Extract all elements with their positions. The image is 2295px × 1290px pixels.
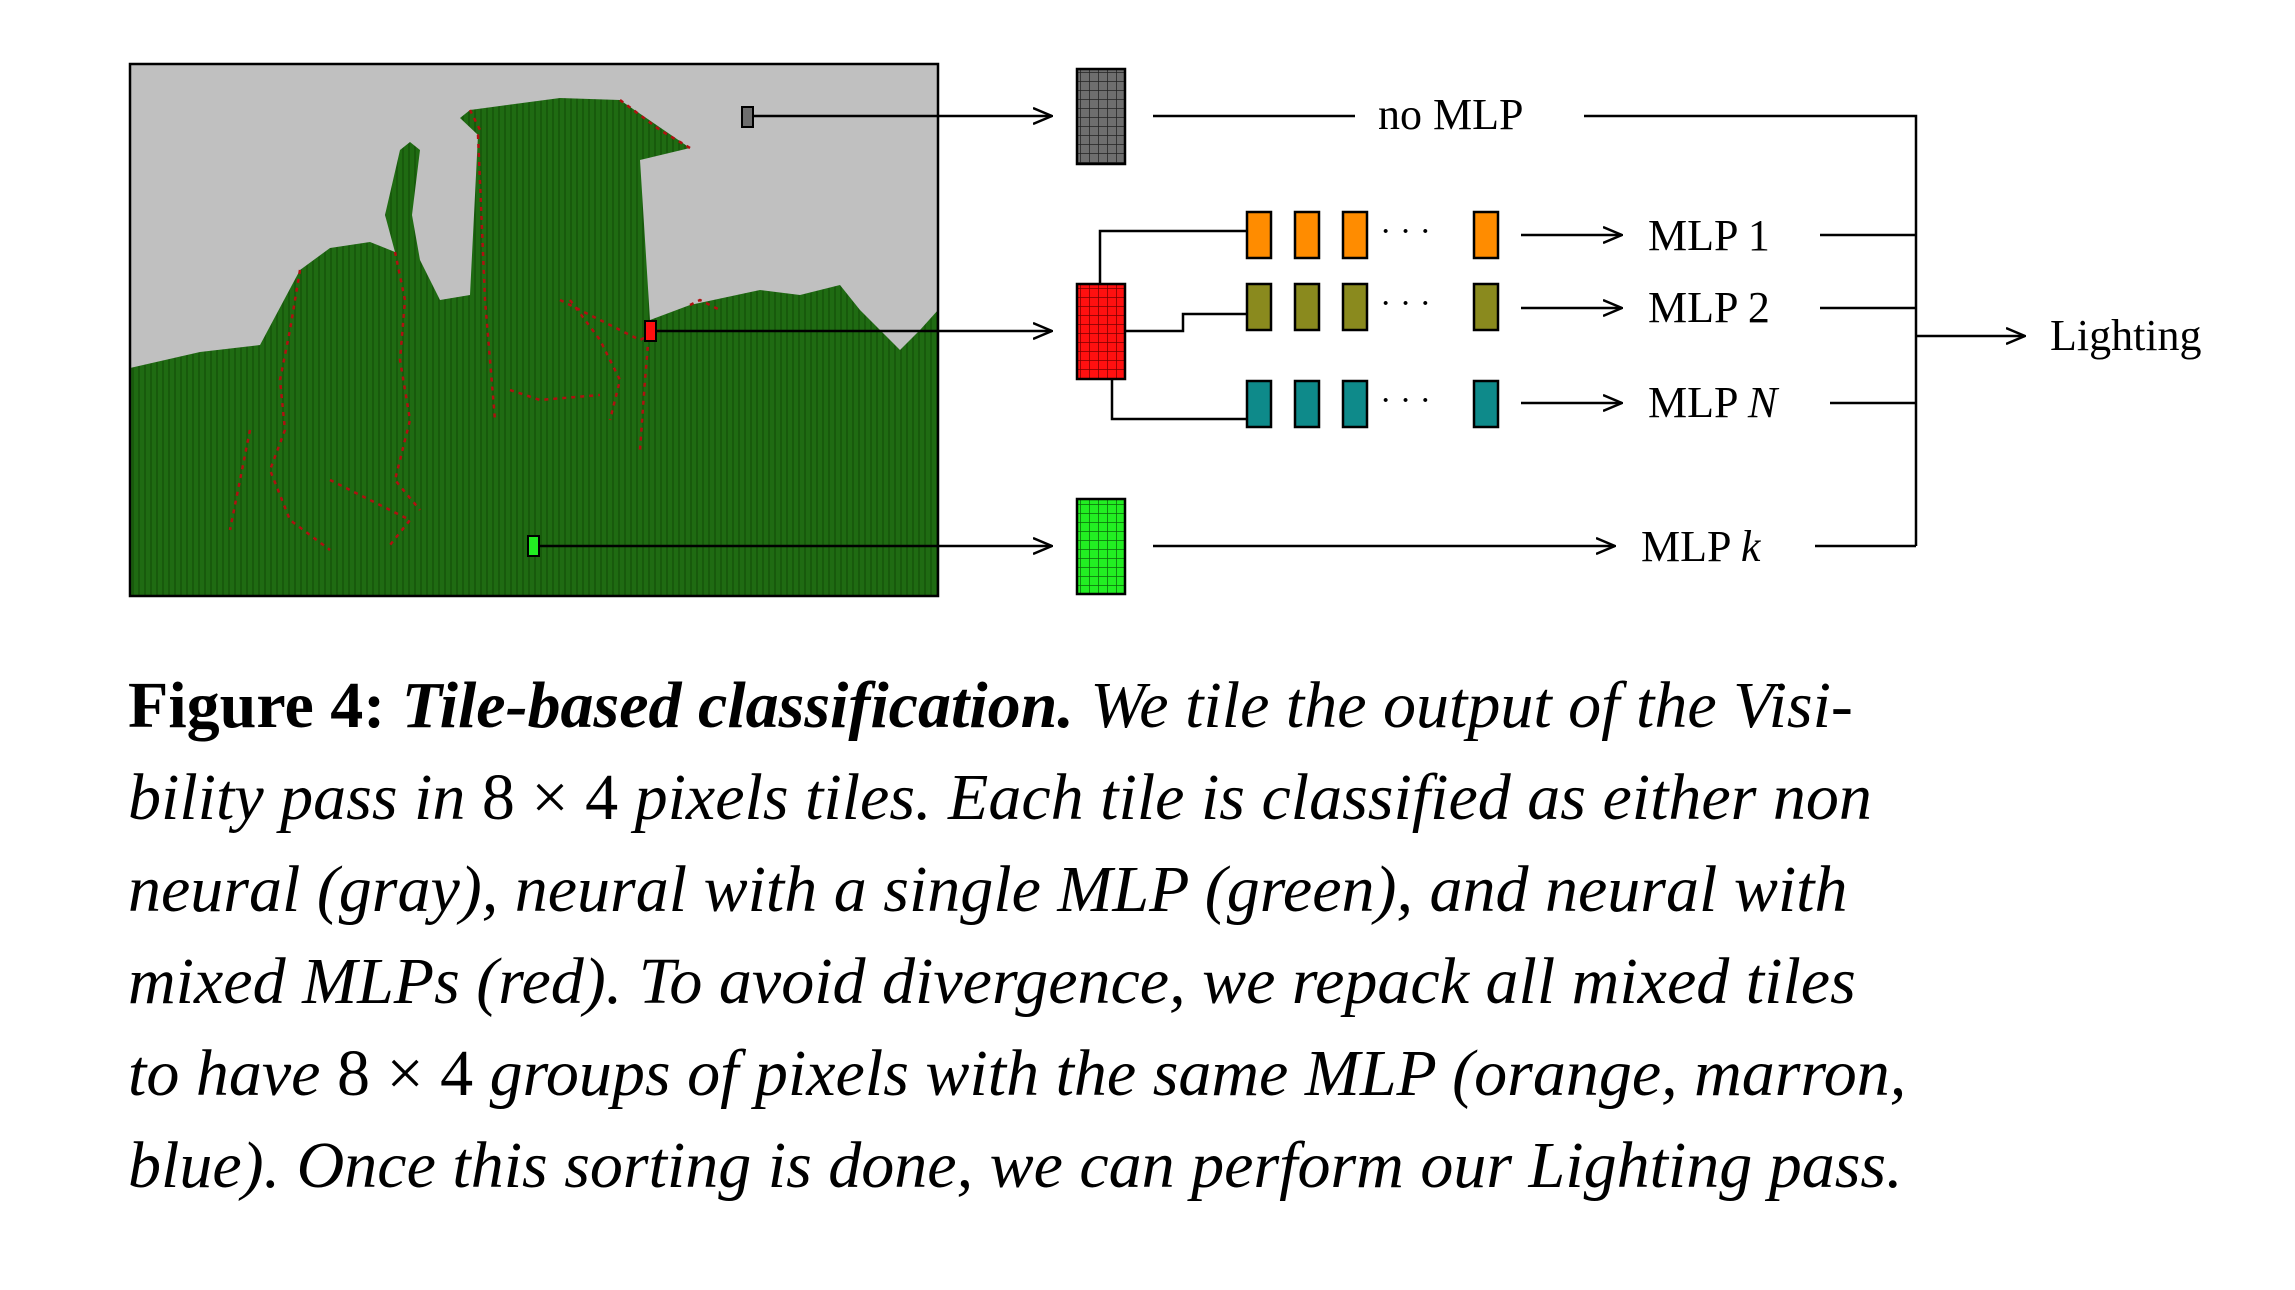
caption-line-2-math: 8 × 4	[481, 761, 619, 834]
gray-tile-enlarged	[1075, 67, 1127, 166]
label-mlp-k-var: k	[1741, 522, 1762, 571]
marron-mlp2-groups	[1245, 282, 1500, 332]
caption-line-1-text: We tile the output of the Visi-	[1090, 669, 1853, 742]
figure-label: Figure 4:	[128, 669, 386, 742]
label-mlp-1: MLP 1	[1648, 211, 1770, 260]
gray-tile-marker	[741, 106, 754, 128]
caption-line-5: to have 8 × 4 groups of pixels with the …	[128, 1028, 2128, 1120]
figure-title: Tile-based classification.	[401, 669, 1074, 742]
caption-line-1: Figure 4: Tile-based classification. We …	[128, 660, 2128, 752]
branch-blue	[1110, 379, 1247, 421]
label-mlp-k: MLP k	[1641, 522, 1762, 571]
label-no-mlp: no MLP	[1378, 90, 1523, 139]
green-tile-enlarged	[1075, 497, 1127, 596]
caption-line-4: mixed MLPs (red). To avoid divergence, w…	[128, 945, 1856, 1018]
dots-row-blue: · · ·	[1380, 382, 1431, 419]
caption-line-3: neural (gray), neural with a single MLP …	[128, 853, 1848, 926]
orange-mlp1-groups	[1245, 210, 1500, 260]
label-mlp-n-var: N	[1747, 378, 1780, 427]
branch-orange	[1098, 229, 1247, 284]
figure-caption: Figure 4: Tile-based classification. We …	[128, 660, 2128, 1212]
branch-marron	[1125, 312, 1247, 333]
label-mlp-2: MLP 2	[1648, 283, 1770, 332]
label-lighting: Lighting	[2050, 311, 2202, 360]
label-mlp-n-prefix: MLP	[1648, 378, 1748, 427]
caption-line-2c: pixels tiles. Each tile is classified as…	[618, 761, 1872, 834]
dots-row-marron: · · ·	[1380, 285, 1431, 322]
blue-mlpN-groups	[1245, 379, 1500, 429]
red-tile-enlarged	[1075, 282, 1127, 381]
caption-line-6: blue). Once this sorting is done, we can…	[128, 1129, 1903, 1202]
caption-line-5a: to have	[128, 1037, 337, 1110]
green-tile-marker	[527, 535, 540, 557]
dots-row-orange: · · ·	[1380, 213, 1431, 250]
label-mlp-n: MLP N	[1648, 378, 1780, 427]
caption-line-5-math: 8 × 4	[336, 1037, 474, 1110]
caption-line-5c: groups of pixels with the same MLP (oran…	[473, 1037, 1907, 1110]
caption-line-2: bility pass in 8 × 4 pixels tiles. Each …	[128, 752, 2128, 844]
red-tile-marker	[644, 320, 657, 342]
scene-geometry	[130, 98, 938, 596]
caption-line-2a: bility pass in	[128, 761, 482, 834]
label-mlp-k-prefix: MLP	[1641, 522, 1741, 571]
tile-classification-diagram: · · · · · · · · · no MLP MLP 1 MLP 2 MLP…	[128, 62, 2202, 598]
